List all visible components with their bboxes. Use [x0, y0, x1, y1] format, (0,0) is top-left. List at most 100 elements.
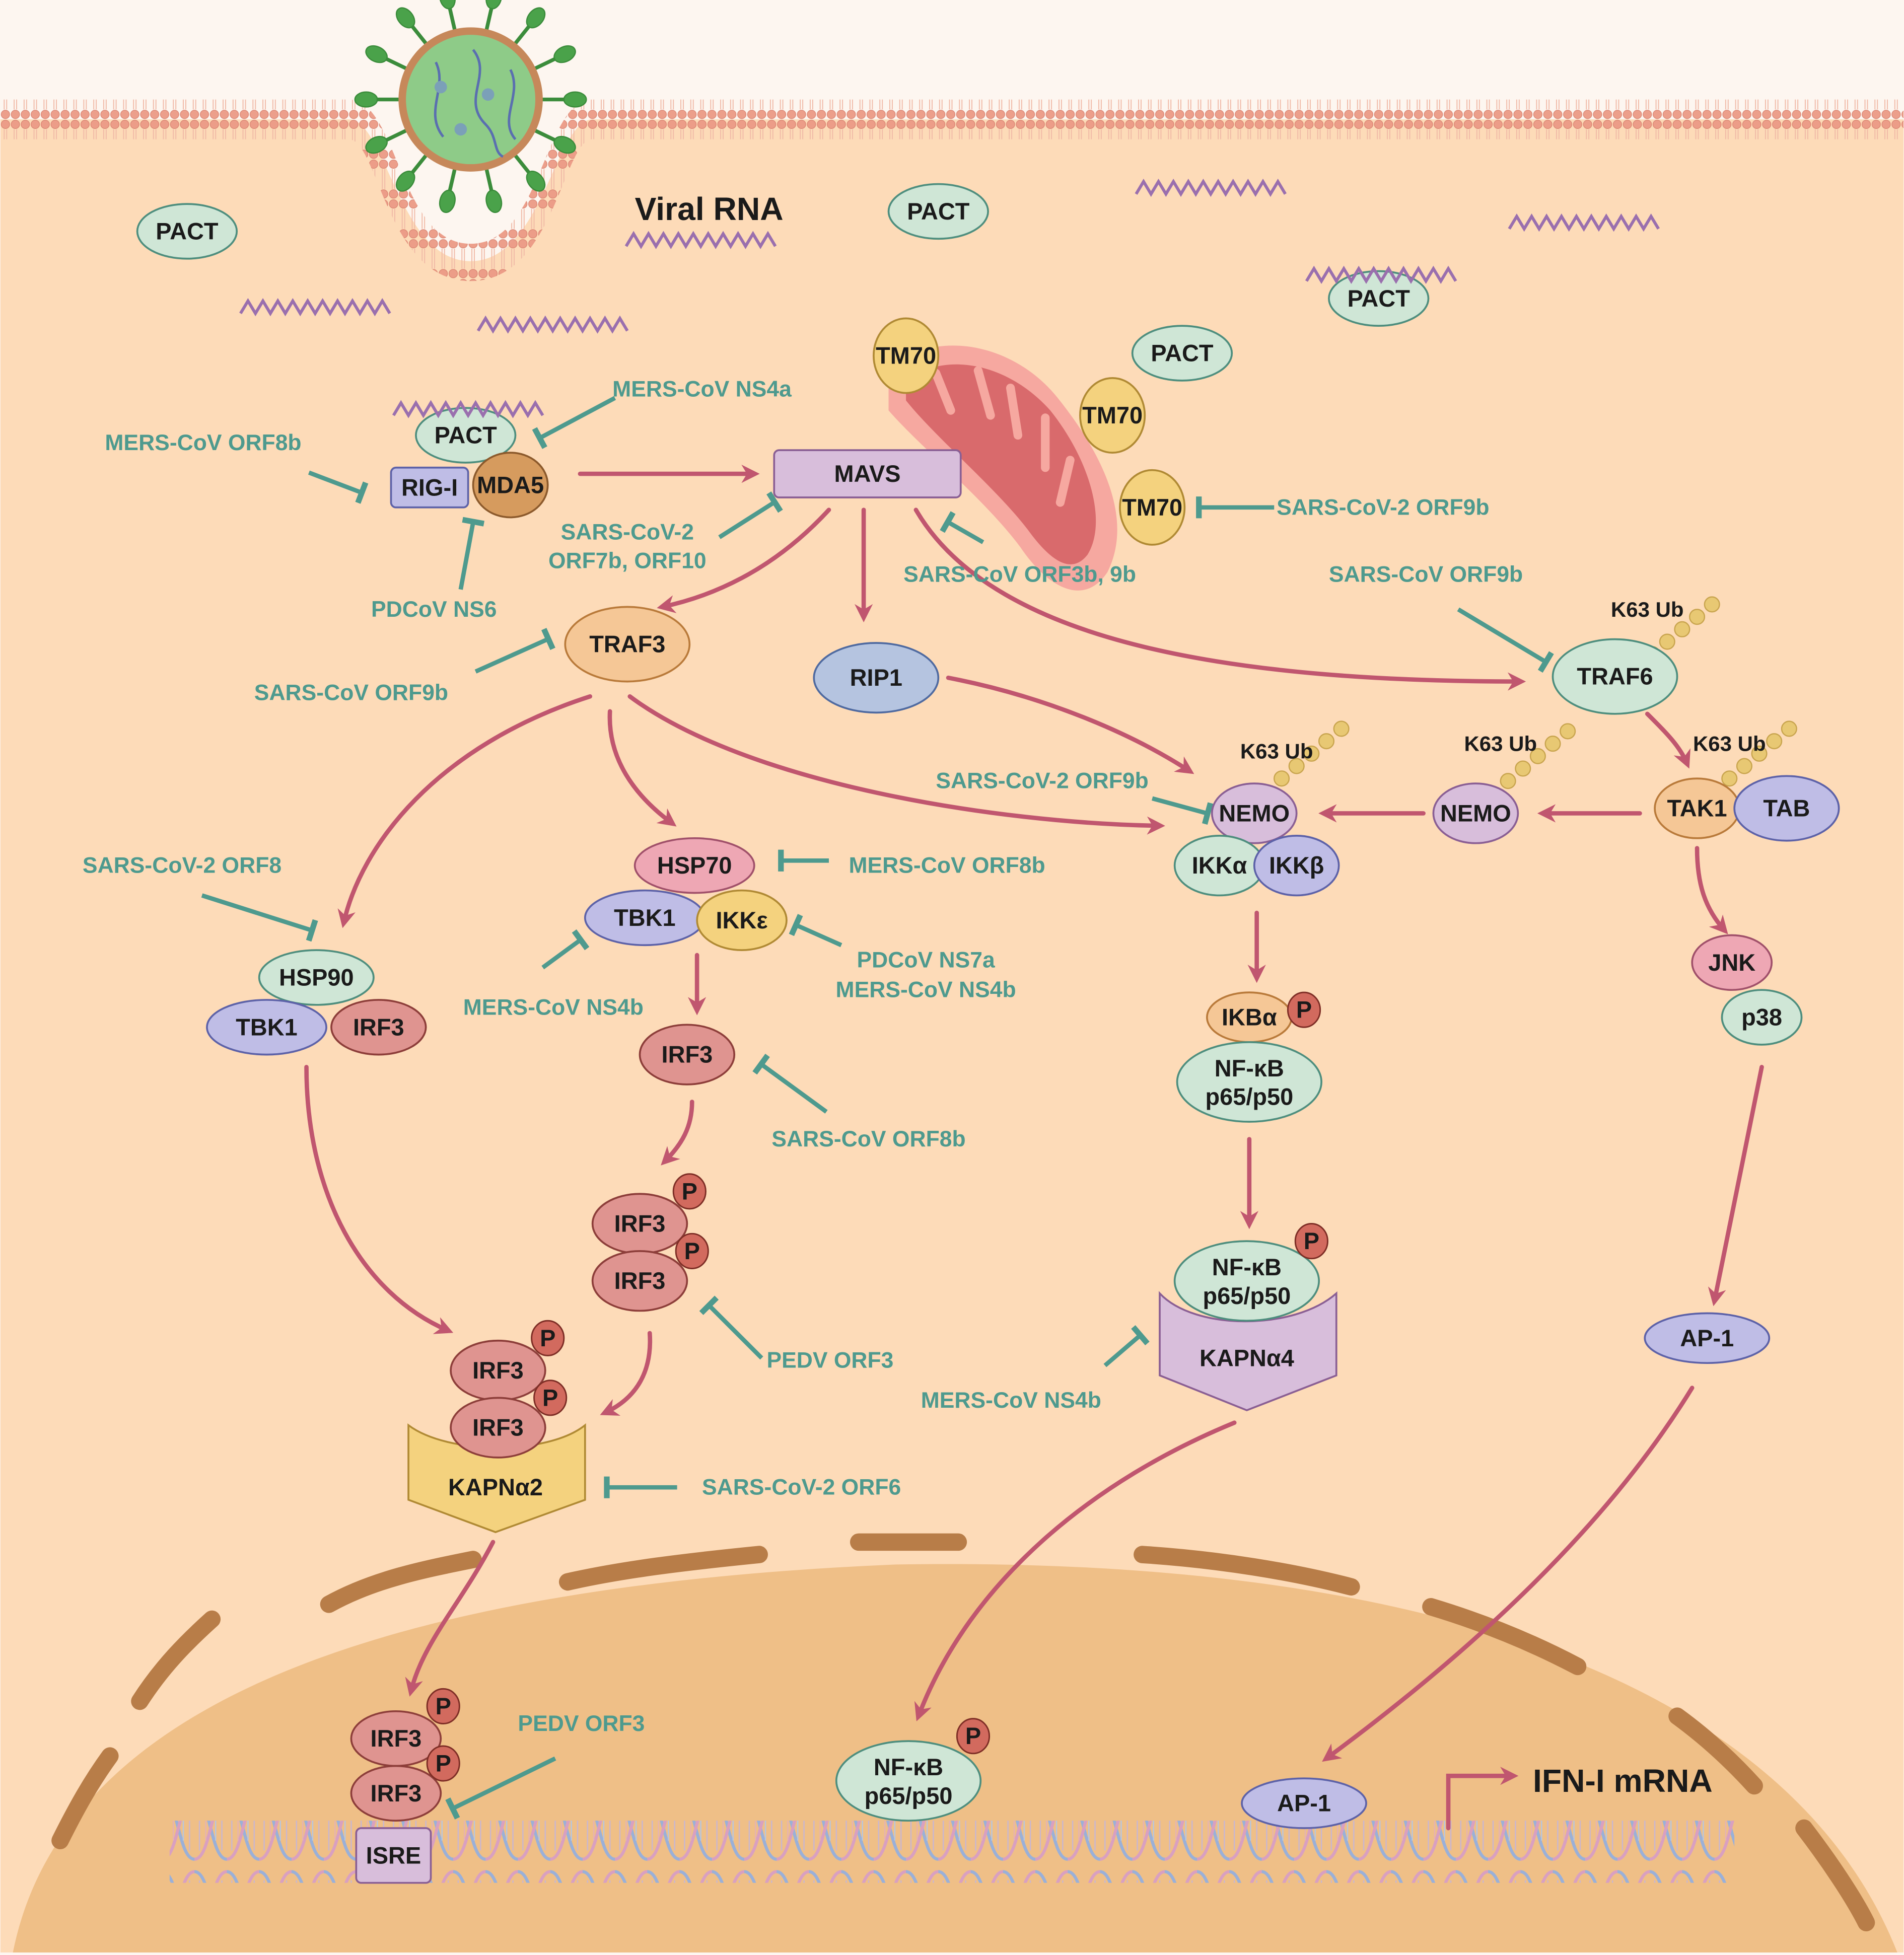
- irf3-dimer-bottom-node: [591, 1250, 688, 1312]
- viral-rna-icon: [392, 400, 544, 418]
- viral-rna-icon: [624, 231, 777, 249]
- kapna2-label: KAPNα2: [448, 1474, 543, 1500]
- inhibitor-label-sars-orf9b-traf3: SARS-CoV ORF9b: [254, 680, 448, 705]
- inhibitor-label-sars-orf8b: SARS-CoV ORF8b: [771, 1127, 965, 1151]
- hsp90-label: HSP90: [279, 964, 354, 990]
- inhibitor-label-pdcov-ns7a: PDCoV NS7a: [857, 948, 995, 972]
- irf3-dimer-top-label: IRF3: [614, 1211, 666, 1237]
- inhibitor-label-mers-ns4b-tbk1: MERS-CoV NS4b: [463, 995, 644, 1020]
- mda5-label: MDA5: [477, 472, 544, 498]
- activation-arrow-traf6-to-tak1: [1645, 711, 1690, 769]
- pact-4-label: PACT: [1348, 285, 1411, 312]
- hsp70-node: [633, 837, 755, 894]
- inhibitor-label-sars2-orf7b-l2: ORF7b, ORF10: [548, 548, 707, 573]
- ap1-cyto-node: [1644, 1312, 1771, 1364]
- phosphate-label: P: [542, 1385, 558, 1411]
- isre-element: [355, 1827, 432, 1884]
- hsp90-node: [258, 949, 375, 1006]
- k63-ub-label: K63 Ub: [1240, 739, 1313, 763]
- k63-ubiquitin-chain-icon: [1318, 733, 1335, 750]
- inhibition-bar-orf8b-rig: [308, 470, 369, 504]
- activation-arrow-tak1-to-jnk: [1695, 846, 1728, 934]
- irf3-kap-bottom-label: IRF3: [472, 1415, 524, 1441]
- spike-head-icon: [526, 7, 546, 29]
- activation-arrow-kap4-to-nuc: [914, 1420, 1237, 1721]
- k63-ubiquitin-chain-icon: [1288, 758, 1305, 774]
- spike-head-icon: [365, 135, 388, 154]
- inhibition-bar-orf8: [201, 893, 318, 942]
- inhibitor-label-sars2-orf6: SARS-CoV-2 ORF6: [702, 1475, 901, 1500]
- viral-rna-icon: [239, 298, 391, 317]
- k63-ub-label: K63 Ub: [1464, 732, 1537, 756]
- nfkb-nuc-sublabel: p65/p50: [865, 1783, 953, 1809]
- phosphate-badge-icon: [672, 1173, 707, 1210]
- tbk1-b-node: [206, 999, 327, 1056]
- kapna4-label: KAPNα4: [1200, 1345, 1294, 1371]
- mavs-node: [773, 449, 962, 498]
- ifn-mrna-label: IFN-I mRNA: [1533, 1763, 1713, 1799]
- traf3-label: TRAF3: [589, 631, 665, 657]
- ikkb-node: [1253, 835, 1340, 897]
- ap1-cyto-label: AP-1: [1680, 1325, 1734, 1351]
- irf3-mid-node: [639, 1024, 736, 1085]
- activation-arrow-kap2-to-nuc: [405, 1540, 496, 1697]
- mitochondrion: [888, 345, 1117, 591]
- isre-label: ISRE: [366, 1842, 421, 1868]
- activation-arrow-traf3-to-hsp70: [607, 709, 677, 827]
- phosphate-badge-icon: [426, 1688, 460, 1724]
- activation-arrow-p38-to-ap1: [1708, 1064, 1764, 1307]
- spike-head-icon: [553, 45, 576, 63]
- inhibitor-label-sars2-orf7b-l1: SARS-CoV-2: [561, 520, 694, 545]
- jnk-node: [1691, 934, 1773, 991]
- nfkb-nuc-label: NF-κB: [874, 1754, 943, 1780]
- k63-ubiquitin-chain-icon: [1274, 770, 1290, 787]
- inhibitor-label-pedv-orf3-nuc: PEDV ORF3: [518, 1711, 645, 1736]
- inhibition-bar-orf9b-traf6: [1457, 607, 1554, 673]
- k63-ubiquitin-chain-icon: [1544, 736, 1561, 752]
- activation-arrow-dimer-to-kapirf: [600, 1331, 653, 1416]
- pact-2-node: [887, 183, 989, 240]
- inhibitor-label-sars2-orf9b-nemo: SARS-CoV-2 ORF9b: [936, 769, 1148, 793]
- inhibitor-label-sars2-orf8: SARS-CoV-2 ORF8: [83, 853, 281, 878]
- k63-ubiquitin-chain-icon: [1704, 596, 1720, 613]
- transcription-start-arrow: [1446, 1767, 1519, 1831]
- k63-ubiquitin-chain-icon: [1303, 745, 1320, 762]
- ikke-node: [696, 889, 788, 951]
- k63-ubiquitin-chain-icon: [1721, 770, 1738, 787]
- tm70-2-label: TM70: [1082, 402, 1143, 428]
- k63-ub-label: K63 Ub: [1693, 732, 1766, 756]
- plasma-membrane: [0, 99, 1904, 281]
- spike-head-icon: [526, 170, 546, 192]
- inhibition-bar-ns7a: [789, 914, 842, 948]
- inhibition-bar-pedv-nuc: [445, 1756, 556, 1820]
- rig-i-node: [390, 466, 469, 509]
- inhibition-bar-orf7b: [718, 491, 783, 539]
- viral-rna-icon: [476, 315, 629, 334]
- inhibition-bar-ns4b-tbk1: [541, 929, 590, 970]
- activation-arrow-irf3-to-dimer: [661, 1100, 694, 1166]
- activation-arrow-mavs-to-traf6: [913, 508, 1526, 691]
- k63-ubiquitin-chain-icon: [1560, 723, 1576, 740]
- spike-head-icon: [439, 0, 456, 10]
- inhibitor-label-sars-orf9b-traf6: SARS-CoV ORF9b: [1329, 562, 1523, 587]
- nemo-1-label: NEMO: [1219, 800, 1290, 826]
- ikba-label: IKBα: [1222, 1004, 1277, 1031]
- inhibitor-label-mers-orf8b-rig: MERS-CoV ORF8b: [105, 430, 301, 455]
- tab-label: TAB: [1763, 795, 1810, 822]
- viral-rna-icon: [1508, 213, 1660, 232]
- irf3-kap-bottom-node: [450, 1397, 546, 1459]
- inhibition-bar-ns4a: [532, 396, 616, 449]
- nfkb-2-sublabel: p65/p50: [1203, 1283, 1291, 1309]
- nfkb-1-label: NF-κB: [1215, 1055, 1284, 1081]
- ikke-label: IKKε: [716, 907, 768, 933]
- spike-head-icon: [563, 91, 587, 108]
- rip1-node: [813, 642, 940, 714]
- nfkb-nuc-node: [835, 1740, 982, 1822]
- tm70-3-node: [1119, 469, 1186, 546]
- p38-label: p38: [1741, 1004, 1782, 1031]
- phosphate-label: P: [540, 1325, 555, 1351]
- spike-head-icon: [439, 189, 456, 213]
- phosphate-badge-icon: [426, 1745, 460, 1782]
- inhibitor-label-pdcov-ns6: PDCoV NS6: [371, 597, 497, 622]
- k63-ubiquitin-chain-icon: [1333, 720, 1350, 737]
